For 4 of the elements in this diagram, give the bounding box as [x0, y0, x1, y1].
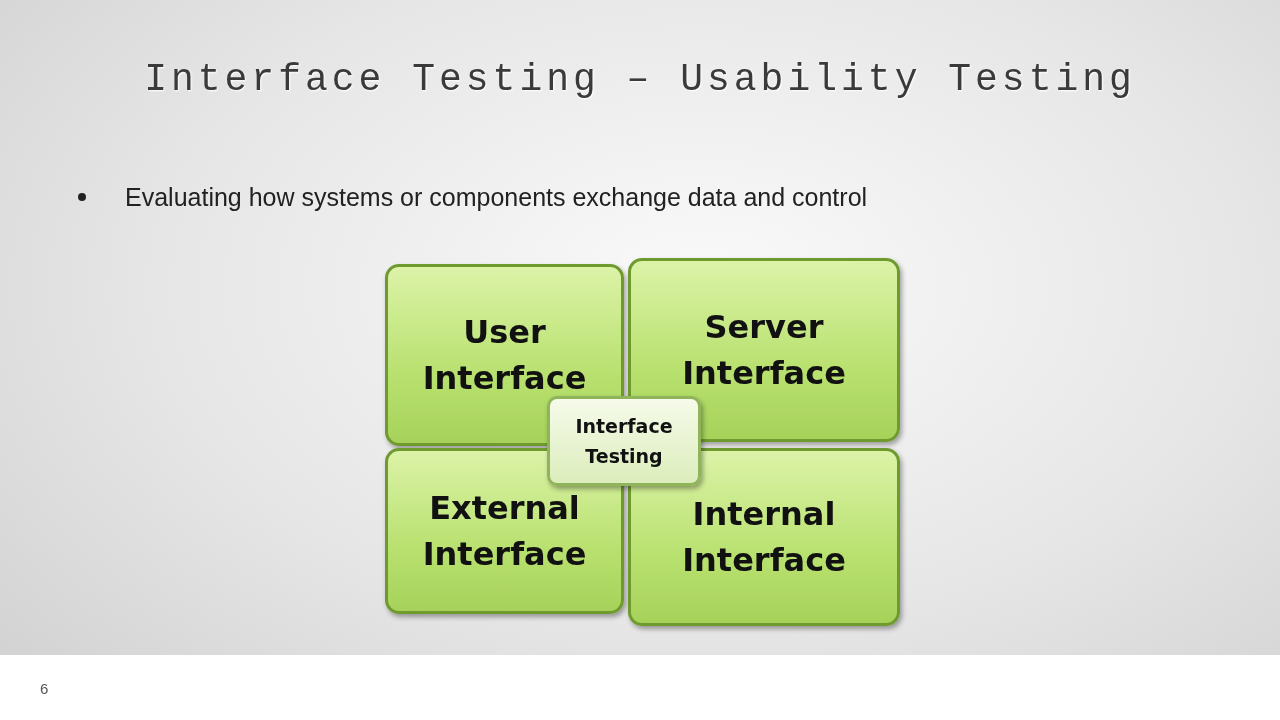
page-number: 6	[40, 680, 49, 697]
slide-title: Interface Testing – Usability Testing	[143, 58, 1137, 101]
center-box: Interface Testing	[547, 396, 701, 486]
bullet-text: Evaluating how systems or components exchange data and control	[125, 182, 869, 213]
